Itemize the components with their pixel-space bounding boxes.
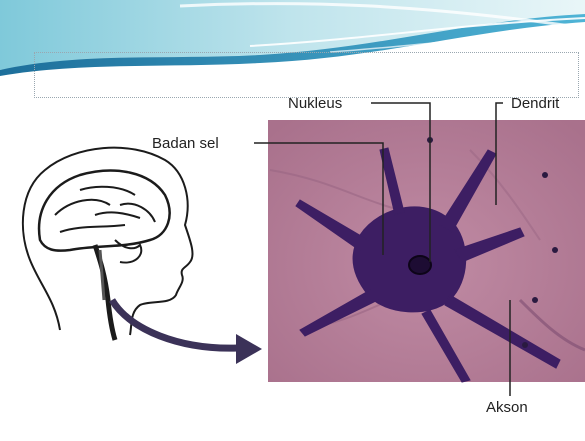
label-nukleus: Nukleus xyxy=(288,95,342,112)
micrograph xyxy=(268,120,585,382)
label-dendrit: Dendrit xyxy=(511,95,560,112)
brain-head-illustration-icon xyxy=(23,148,193,340)
label-badan-sel: Badan sel xyxy=(152,135,219,152)
nucleus xyxy=(409,256,431,274)
label-akson: Akson xyxy=(486,399,528,416)
